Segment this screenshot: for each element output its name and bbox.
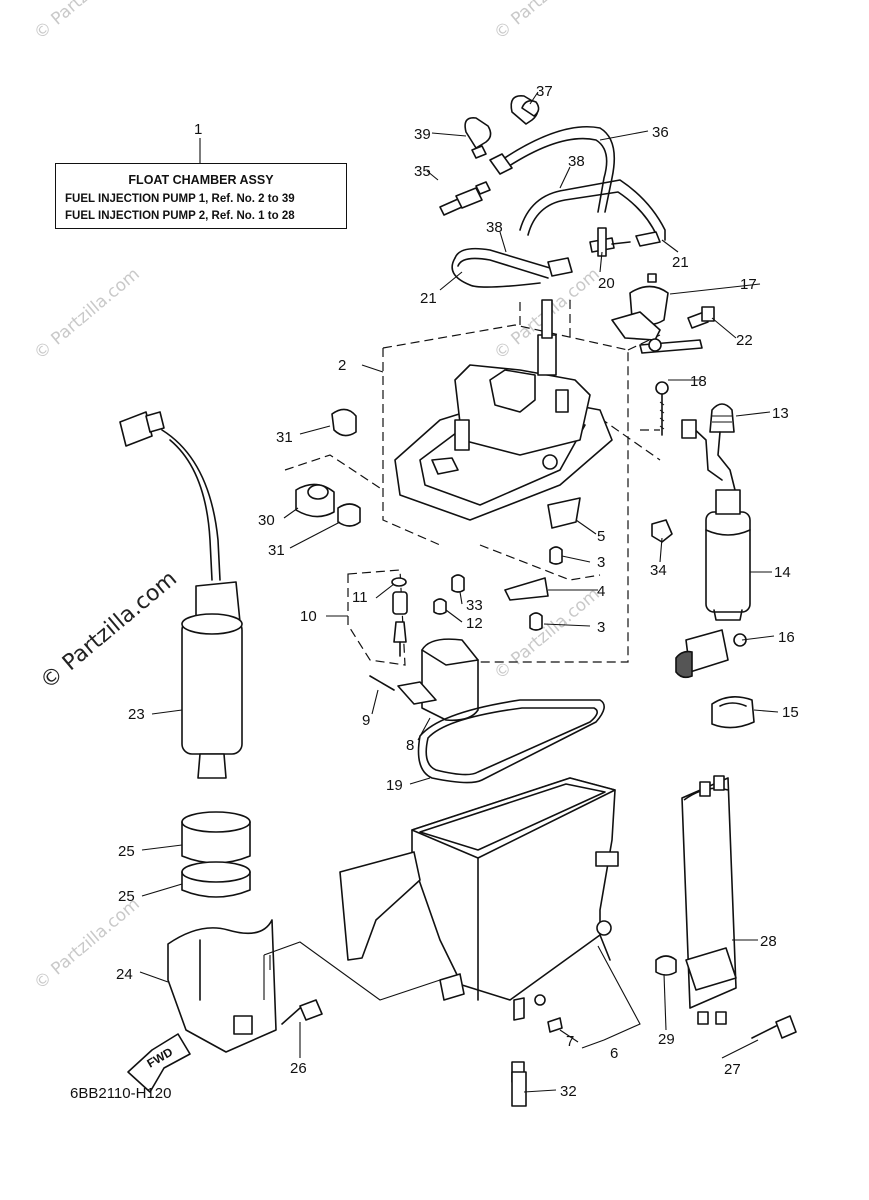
callout-20: 20 xyxy=(598,275,615,292)
callout-13: 13 xyxy=(772,405,789,422)
callout-28: 28 xyxy=(760,933,777,950)
float-chamber-cover xyxy=(394,299,613,521)
callout-3: 3 xyxy=(597,619,605,636)
callout-34: 34 xyxy=(650,562,667,579)
callout-10: 10 xyxy=(300,608,317,625)
watermark-text: © Partzilla.com xyxy=(30,264,143,364)
gasket-19 xyxy=(417,699,605,784)
callout-29: 29 xyxy=(658,1031,675,1048)
fuel-hoses-top xyxy=(439,125,666,288)
fwd-direction-arrow: FWD xyxy=(127,1033,191,1093)
callout-37: 37 xyxy=(536,83,553,100)
callout-24: 24 xyxy=(116,966,133,983)
watermark-text: © Partzilla.com xyxy=(490,584,603,684)
pump-sleeve-16 xyxy=(675,629,747,679)
float-assembly xyxy=(369,638,479,722)
callout-numbers: 1 2 3 3 4 5 6 7 8 9 10 11 12 13 14 15 16… xyxy=(116,83,799,1100)
callout-11: 11 xyxy=(352,589,368,606)
callout-23: 23 xyxy=(128,706,145,723)
assembly-title: FLOAT CHAMBER ASSY xyxy=(128,173,274,187)
pump-cushion-15 xyxy=(711,696,755,729)
callout-35: 35 xyxy=(414,163,431,180)
callout-21: 21 xyxy=(672,254,689,271)
callout-6: 6 xyxy=(610,1045,618,1062)
callout-36: 36 xyxy=(652,124,669,141)
callout-7: 7 xyxy=(566,1033,574,1050)
hose-clips xyxy=(464,95,540,159)
callout-4: 4 xyxy=(597,583,605,600)
callout-25: 25 xyxy=(118,843,135,860)
callout-2: 2 xyxy=(338,357,346,374)
callout-5: 5 xyxy=(597,528,605,545)
callout-18: 18 xyxy=(690,373,707,390)
callout-8: 8 xyxy=(406,737,414,754)
callout-14: 14 xyxy=(774,564,791,581)
callout-3: 3 xyxy=(597,554,605,571)
callout-19: 19 xyxy=(386,777,403,794)
callout-9: 9 xyxy=(362,712,370,729)
pump-bracket-24 xyxy=(167,919,277,1053)
watermark-text: © Partzilla.com xyxy=(30,0,143,44)
callout-17: 17 xyxy=(740,276,757,293)
bolt-26 xyxy=(281,999,323,1025)
callout-31: 31 xyxy=(276,429,293,446)
callout-25: 25 xyxy=(118,888,135,905)
fuel-pump-small xyxy=(681,403,751,621)
callout-31: 31 xyxy=(268,542,285,559)
assembly-line-1: FUEL INJECTION PUMP 1, Ref. No. 2 to 39 xyxy=(65,193,295,205)
assembly-outline-2 xyxy=(284,300,661,663)
callout-22: 22 xyxy=(736,332,753,349)
callout-16: 16 xyxy=(778,629,795,646)
needle-valve-set xyxy=(347,569,408,666)
small-screws xyxy=(433,497,673,631)
callout-1: 1 xyxy=(194,121,202,138)
callout-21: 21 xyxy=(420,290,437,307)
callout-33: 33 xyxy=(466,597,483,614)
grommets xyxy=(295,408,361,527)
watermark-text: © Partzilla.com xyxy=(490,0,603,44)
assembly-info-box: FLOAT CHAMBER ASSY FUEL INJECTION PUMP 1… xyxy=(55,163,347,229)
watermark-text-bold: © Partzilla.com xyxy=(36,566,182,694)
pressure-regulator xyxy=(611,273,715,354)
callout-15: 15 xyxy=(782,704,799,721)
fuel-filter-28 xyxy=(681,775,737,1025)
callout-27: 27 xyxy=(724,1061,741,1078)
leader-lines xyxy=(139,91,779,1093)
callout-38: 38 xyxy=(486,219,503,236)
callout-26: 26 xyxy=(290,1060,307,1077)
callout-12: 12 xyxy=(466,615,483,632)
small-fasteners-bottom xyxy=(511,955,797,1107)
callout-38: 38 xyxy=(568,153,585,170)
assembly-line-2: FUEL INJECTION PUMP 2, Ref. No. 1 to 28 xyxy=(65,210,295,222)
fuel-pump-large xyxy=(119,411,243,779)
callout-32: 32 xyxy=(560,1083,577,1100)
callout-39: 39 xyxy=(414,126,431,143)
diagram-code: 6BB2110-H120 xyxy=(70,1085,171,1102)
screw-18 xyxy=(655,381,669,436)
pump-rings-25 xyxy=(181,811,251,898)
callout-30: 30 xyxy=(258,512,275,529)
float-chamber-body xyxy=(339,777,619,1021)
